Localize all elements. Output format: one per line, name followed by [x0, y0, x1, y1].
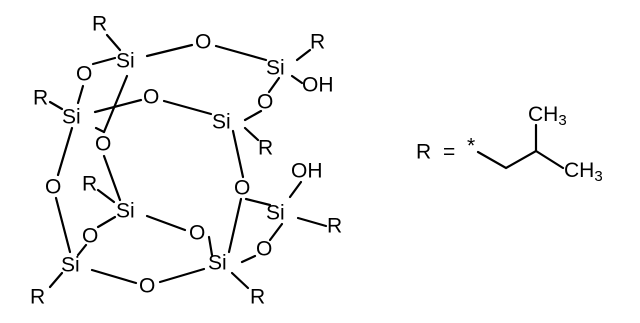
bond-r3-si3 [48, 100, 64, 111]
bond-si3-o-left-upper [76, 84, 85, 105]
bond-si1-o-top [145, 43, 194, 58]
bond-r5-si5 [96, 188, 116, 204]
methyl-bottom: CH3 [564, 159, 603, 185]
atom-si7: Si [61, 254, 80, 277]
bond-o-right-upper-si4 [243, 109, 263, 122]
cage-atom-labels: Si Si Si Si Si Si Si Si O O O O O O O O … [45, 31, 334, 298]
atom-o-right-upper: O [257, 91, 273, 114]
methyl-top-subscript: 3 [558, 112, 566, 129]
bond-o-inner-left-si5 [102, 154, 122, 202]
bond-si1-o-inner-left [102, 74, 129, 134]
atom-si4: Si [212, 111, 231, 134]
atom-o-left-lower: O [82, 225, 98, 248]
bond-si3-o-left-far [56, 126, 74, 177]
substituent-r8: R [250, 286, 265, 309]
substituent-r4: R [258, 137, 273, 160]
bond-o-left-lower-si7 [76, 243, 88, 257]
bond-si7-o-bottom [90, 268, 138, 285]
atom-si8: Si [208, 252, 227, 275]
bond-si4-r4 [243, 126, 260, 142]
substituent-r3: R [33, 87, 48, 110]
bond-o-mid-upper-si3 [93, 98, 143, 114]
atom-o-bottom: O [139, 275, 155, 298]
bond-si6-o-right-lower [268, 222, 284, 242]
substituent-r1: R [92, 13, 107, 36]
atom-o-inner-left: O [95, 133, 111, 156]
bond-o-left-far-si7 [54, 196, 72, 254]
atom-o-mid-upper: O [143, 86, 159, 109]
attachment-point-asterisk: * [467, 135, 475, 158]
bond-si3-back-to-si5-region [94, 126, 106, 134]
atom-o-top: O [195, 31, 211, 54]
bond-si4-o-mid-upper [162, 99, 213, 116]
hydroxyl-lower: OH [291, 160, 323, 183]
bond-si2-o-right-upper [267, 76, 281, 94]
bond-si5-o-mid-lower [145, 214, 187, 232]
bond-si6-r6 [296, 216, 328, 228]
bond-oh-lower-si6 [288, 180, 303, 199]
atom-si6: Si [266, 202, 285, 225]
atom-o-left-far: O [45, 176, 61, 199]
bond-o-right-mid-si6 [244, 197, 272, 207]
methyl-bottom-ch: CH [564, 159, 594, 182]
bond-si7-r7 [48, 271, 64, 289]
atom-si5: Si [116, 200, 135, 223]
hydroxyl-upper: OH [302, 74, 334, 97]
bond-si4-o-right-mid [231, 129, 245, 179]
cage-bonds [48, 33, 328, 290]
methyl-top-ch: CH [528, 103, 558, 126]
bond-o-left-upper-si1 [91, 56, 117, 66]
substituent-r2: R [310, 31, 325, 54]
r-group-definition: R = * CH3 CH3 [416, 103, 603, 185]
substituent-r6: R [327, 215, 342, 238]
atom-o-mid-lower: O [189, 222, 205, 245]
bond-si8-to-o-right-mid [227, 197, 243, 254]
bond-r1-si1 [105, 33, 122, 52]
substituent-r7: R [30, 286, 45, 309]
bond-o-bottom-si8 [158, 267, 206, 284]
substituent-r5: R [82, 173, 97, 196]
bond-si5-o-left-lower [96, 215, 117, 229]
definition-equals: = [443, 141, 455, 164]
atom-o-left-upper: O [76, 63, 92, 86]
substituent-labels: R R R R R R R R [30, 13, 342, 309]
isobutyl-skeleton [476, 149, 565, 170]
atom-si2: Si [266, 57, 285, 80]
atom-o-right-mid: O [234, 177, 250, 200]
bond-o-right-lower-si8 [240, 254, 257, 264]
bond-si2-oh-upper [290, 74, 304, 85]
bond-si8-r8 [230, 271, 250, 290]
atom-si1: Si [116, 50, 135, 73]
atom-si3: Si [62, 106, 81, 129]
bond-o-top-si2 [214, 44, 268, 62]
methyl-bottom-subscript: 3 [594, 168, 602, 185]
atom-o-right-lower: O [256, 238, 272, 261]
bond-o-mid-lower-si8 [207, 235, 214, 257]
bond-si2-r2 [295, 48, 312, 62]
methyl-top: CH3 [528, 103, 567, 129]
definition-r-label: R [416, 141, 431, 164]
